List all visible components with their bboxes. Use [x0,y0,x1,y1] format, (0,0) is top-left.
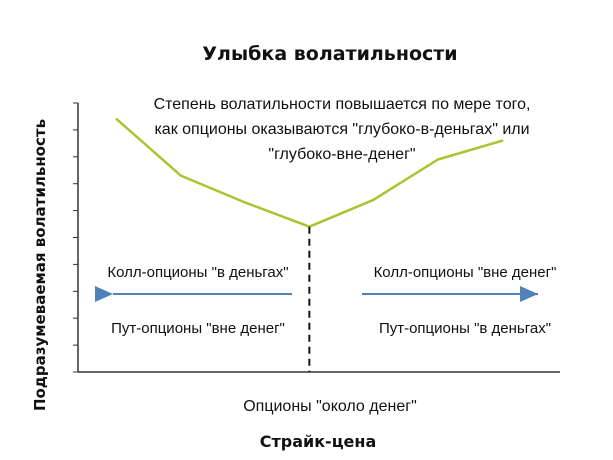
data-point-6 [436,158,440,161]
data-point-2 [179,174,183,177]
left-label-puts: Пут-опционы "вне денег" [111,320,285,337]
annotation-line-2: как опционы оказываются "глубоко-в-деньг… [154,121,529,138]
left-label-calls: Колл-опционы "в деньгах" [107,264,288,281]
at-the-money-label: Опционы "около денег" [243,398,417,415]
data-point-3 [243,201,247,204]
y-axis-ticks [73,102,78,373]
right-label-calls: Колл-опционы "вне денег" [374,264,557,281]
chart-title: Улыбка волатильности [202,43,457,65]
annotation-line-3: "глубоко-вне-денег" [268,146,415,163]
data-point-1 [115,117,118,121]
x-axis-label: Страйк-цена [260,432,377,451]
annotation-line-1: Степень волатильности повышается по мере… [154,96,531,113]
y-axis-label: Подразумеваемая волатильность [31,119,49,411]
data-point-7 [500,139,504,142]
right-label-puts: Пут-опционы "в деньгах" [379,320,551,337]
annotation-text: Степень волатильности повышается по мере… [154,96,531,163]
data-point-5 [372,198,375,202]
